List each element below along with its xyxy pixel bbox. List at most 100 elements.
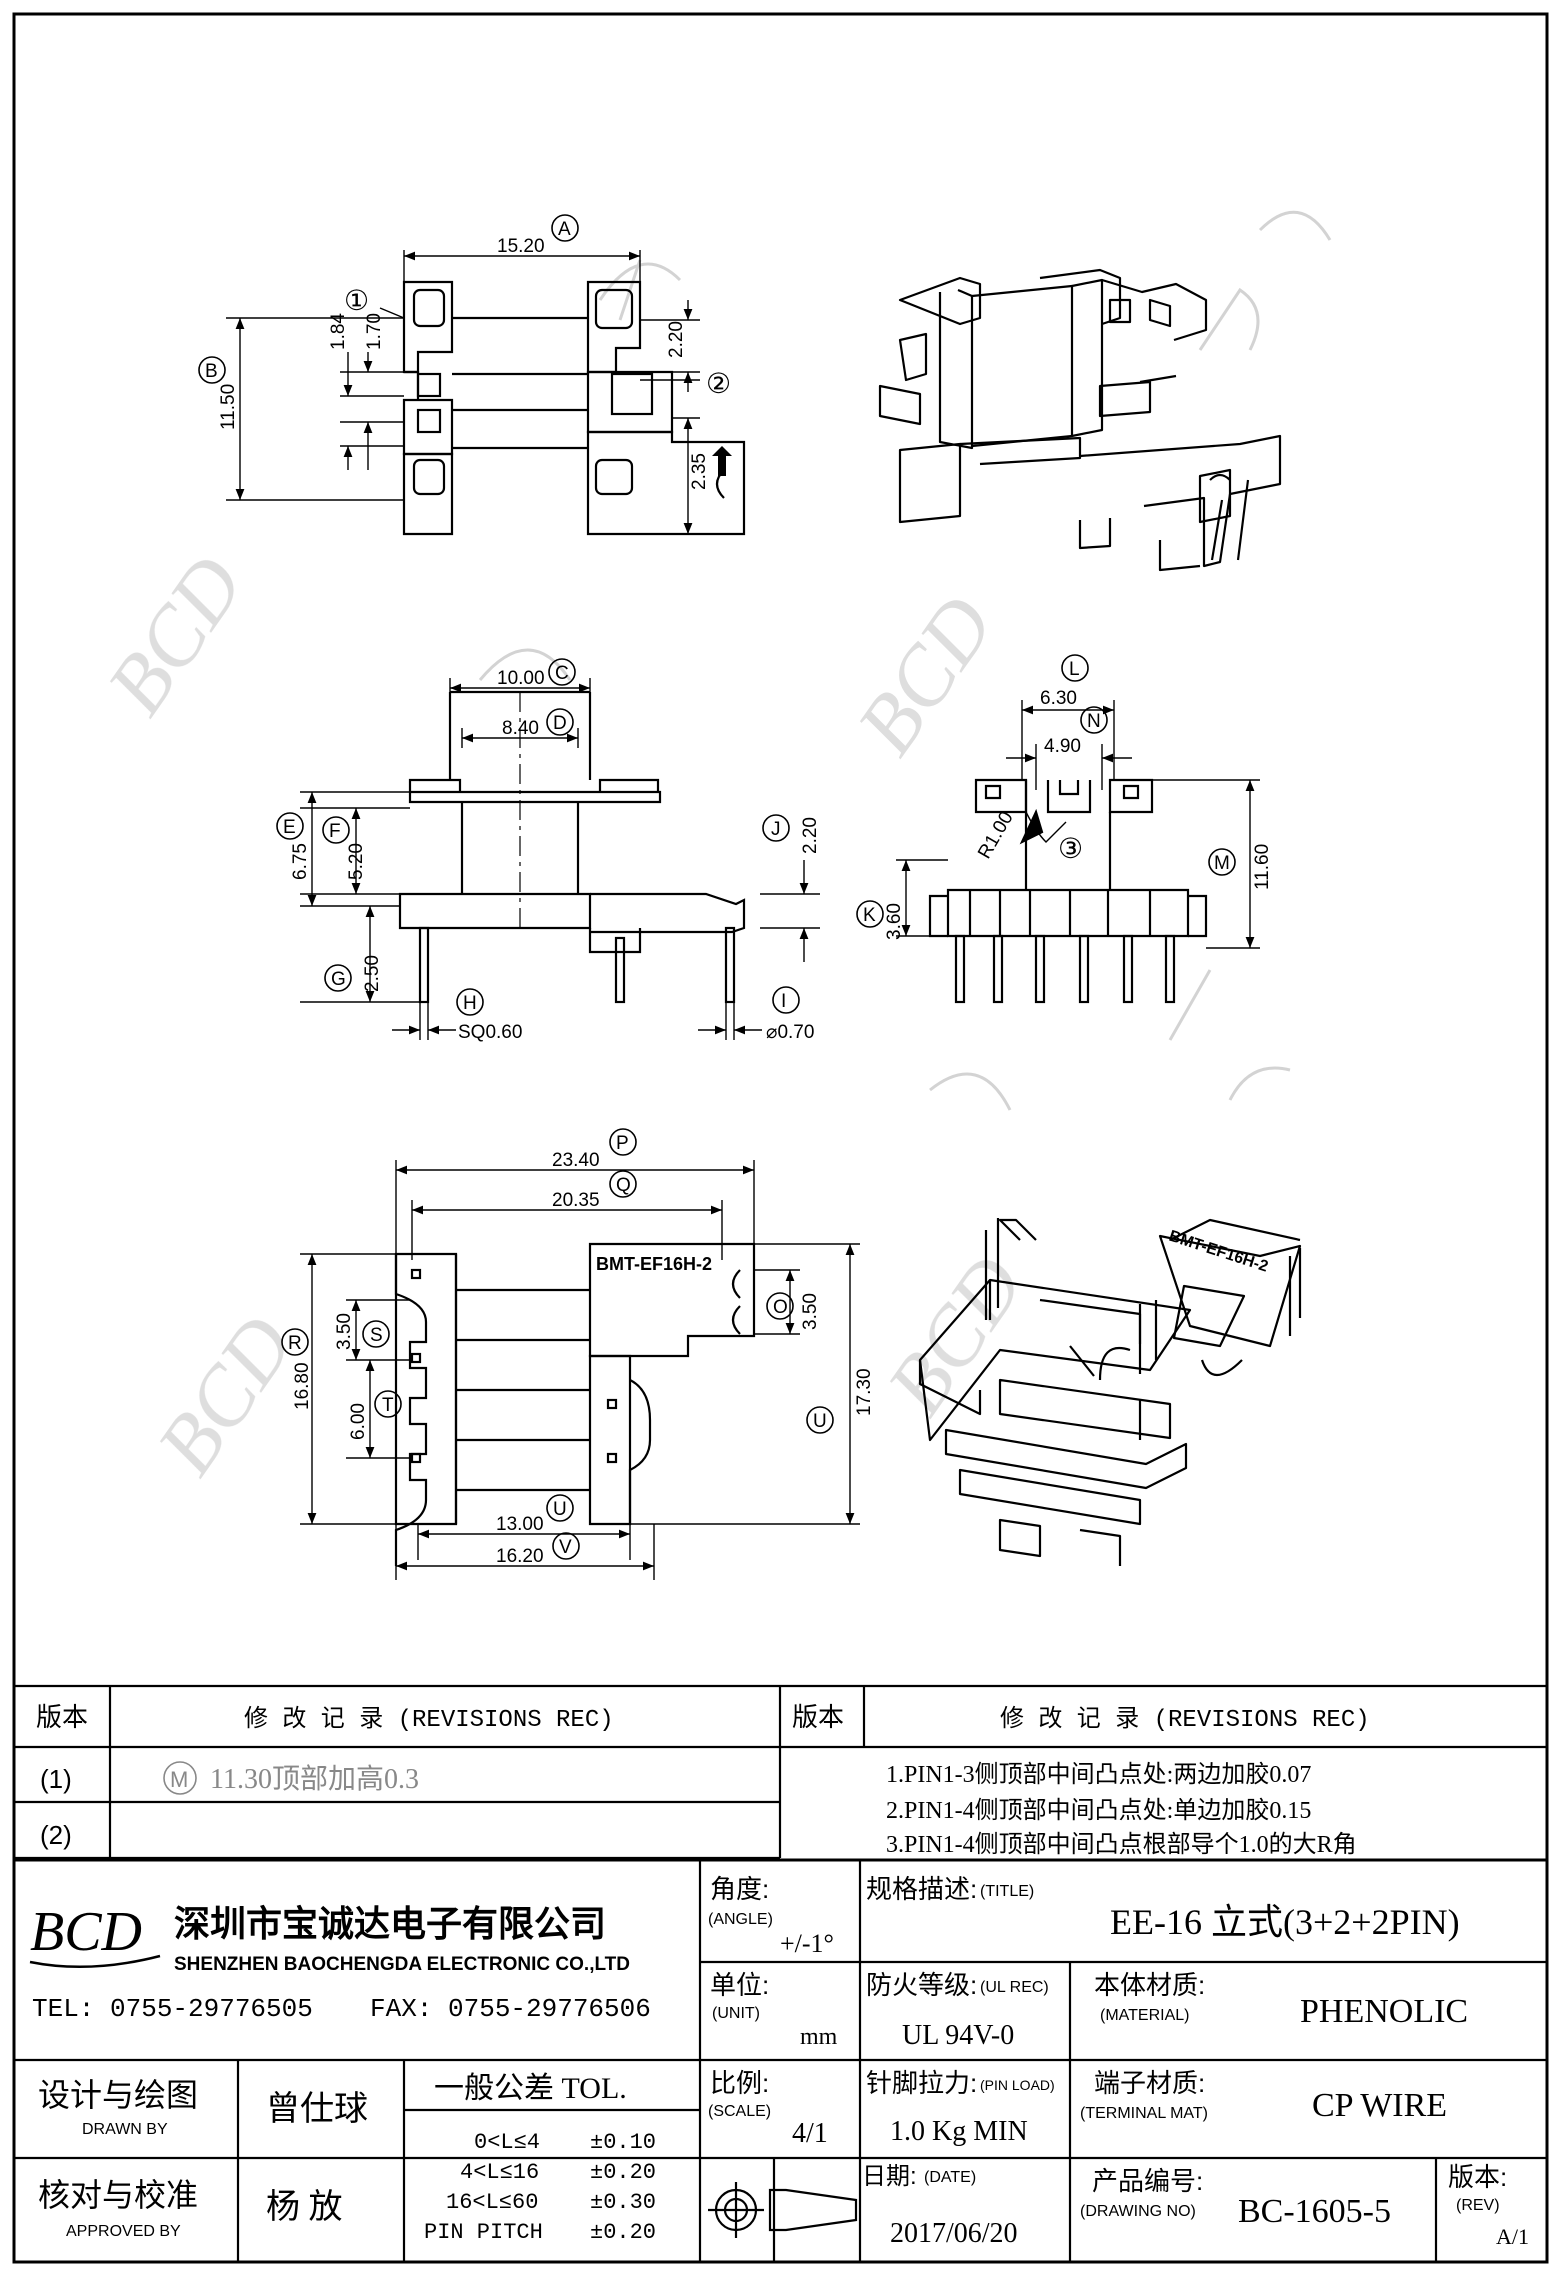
dim-r2-value: 16.80	[292, 1362, 313, 1410]
rev-label-en: (REV)	[1456, 2197, 1500, 2214]
rev-col-record: 修 改 记 录 (REVISIONS REC)	[244, 1705, 614, 1734]
dim-d-value: 8.40	[502, 718, 539, 739]
side-view	[896, 700, 1260, 1004]
terminal-label: 端子材质:	[1094, 2068, 1205, 2098]
svg-text:BCD: BCD	[89, 540, 262, 731]
rev-1-mark: M	[170, 1767, 188, 1792]
approved-name: 杨 放	[266, 2188, 343, 2226]
tol-row-4-value: ±0.20	[590, 2220, 656, 2245]
front-view	[300, 678, 820, 1040]
ul-label: 防火等级:	[866, 1970, 977, 2000]
dim-u-value: 17.30	[854, 1368, 875, 1416]
sheet-border	[12, 12, 1549, 2264]
dim-a-value: 15.20	[497, 236, 545, 257]
dim-q-value: 20.35	[552, 1190, 600, 1211]
svg-text:BCD: BCD	[139, 1300, 312, 1491]
note-3: 3.PIN1-4侧顶部中间凸点根部导个1.0的大R角	[886, 1831, 1357, 1858]
callout-r: R	[288, 1333, 302, 1354]
approved-label-en: APPROVED BY	[66, 2223, 181, 2240]
dim-g-value: 2.50	[362, 955, 383, 992]
dim-235-value: 2.35	[689, 453, 710, 490]
tol-row-1-value: ±0.10	[590, 2130, 656, 2155]
tol-row-4-range: PIN PITCH	[424, 2220, 543, 2245]
rev-2-id: (2)	[40, 1820, 72, 1850]
unit-value: mm	[800, 2024, 838, 2050]
callout-l: L	[1069, 659, 1080, 680]
callout-d: D	[553, 713, 567, 734]
watermark: BCD BCD BCD BCD	[89, 210, 1332, 1491]
scale-value: 4/1	[792, 2118, 828, 2149]
dim-k-value: 3.60	[884, 903, 905, 940]
title-label: 规格描述:	[866, 1874, 977, 1904]
svg-text:BCD: BCD	[839, 580, 1012, 771]
note-2: 2.PIN1-4侧顶部中间凸点处:单边加胶0.15	[886, 1797, 1311, 1824]
callout-e: E	[283, 817, 296, 838]
angle-label: 角度:	[710, 1874, 769, 1904]
spec-left-column: 角度: (ANGLE) +/-1° 单位: (UNIT) mm 比例: (SCA…	[708, 1874, 838, 2149]
rev-value: A/1	[1496, 2224, 1529, 2249]
tol-row-3-range: 16<L≤60	[446, 2190, 538, 2215]
callout-j: J	[771, 819, 781, 840]
front-view-labels: 10.00 C 8.40 D E F 6.75 5.20 G 2.50 H SQ…	[276, 658, 821, 1043]
iso-view-bottom	[918, 1218, 1302, 1566]
spec-right-block: 规格描述: (TITLE) EE-16 立式(3+2+2PIN) 防火等级: (…	[862, 1874, 1529, 2249]
material-label: 本体材质:	[1094, 1970, 1205, 2000]
terminal-value: CP WIRE	[1312, 2087, 1447, 2124]
callout-b: B	[205, 361, 218, 382]
date-label: 日期:	[862, 2163, 917, 2190]
dim-f-value: 5.20	[346, 843, 367, 880]
callout-s: S	[370, 1325, 383, 1346]
drawn-name: 曾仕球	[266, 2090, 368, 2128]
material-value: PHENOLIC	[1300, 1993, 1468, 2030]
revisions-table: (1) M 11.30顶部加高0.3 (2) 1.PIN1-3侧顶部中间凸点处:…	[40, 1761, 1357, 1858]
dim-l-value: 6.30	[1040, 688, 1077, 709]
company-name-en: SHENZHEN BAOCHENGDA ELECTRONIC CO.,LTD	[174, 1954, 630, 1975]
callout-f: F	[329, 821, 341, 842]
date-value: 2017/06/20	[890, 2218, 1018, 2249]
angle-value: +/-1°	[780, 1929, 834, 1958]
callout-q: Q	[616, 1175, 631, 1196]
callout-3: ③	[1058, 833, 1083, 864]
dim-n-value: 4.90	[1044, 736, 1081, 757]
material-label-en: (MATERIAL)	[1100, 2007, 1189, 2024]
dim-p-value: 23.40	[552, 1150, 600, 1171]
bottom-view-marking: BMT-EF16H-2	[596, 1254, 712, 1274]
revisions-header: 版本 修 改 记 录 (REVISIONS REC) 版本 修 改 记 录 (R…	[36, 1703, 1370, 1734]
drawing-no-label: 产品编号:	[1092, 2166, 1203, 2196]
rev-col-version-2: 版本	[792, 1703, 844, 1732]
scale-label: 比例:	[710, 2068, 769, 2098]
drawing-no-value: BC-1605-5	[1238, 2193, 1391, 2230]
dim-h-value: SQ0.60	[458, 1022, 522, 1043]
callout-a: A	[558, 219, 571, 240]
dim-e-value: 6.75	[290, 843, 311, 880]
sign-block: 设计与绘图 DRAWN BY 曾仕球 核对与校准 APPROVED BY 杨 放…	[38, 2072, 656, 2245]
tol-row-3-value: ±0.30	[590, 2190, 656, 2215]
rev-1-id: (1)	[40, 1764, 72, 1794]
pin-load-label: 针脚拉力:	[866, 2068, 977, 2098]
dim-i-value: ⌀0.70	[766, 1022, 814, 1043]
scale-label-en: (SCALE)	[708, 2103, 771, 2120]
company-name-cn: 深圳市宝诚达电子有限公司	[174, 1904, 606, 1944]
tolerance-title: 一般公差 TOL.	[434, 2072, 627, 2105]
top-view	[226, 250, 746, 536]
rev-label: 版本:	[1448, 2162, 1507, 2192]
note-1: 1.PIN1-3侧顶部中间凸点处:两边加胶0.07	[886, 1761, 1311, 1788]
dim-v2-value: 16.20	[496, 1546, 544, 1567]
company-tel: TEL: 0755-29776505	[32, 1994, 313, 2024]
drawn-label-en: DRAWN BY	[82, 2121, 168, 2138]
callout-v: V	[559, 1537, 572, 1558]
callout-u-inner: U	[553, 1499, 567, 1520]
dim-r-value: R1.00	[974, 808, 1018, 862]
title-value: EE-16 立式(3+2+2PIN)	[1110, 1902, 1460, 1942]
top-view-labels: 15.20 A B 11.50 1.84 1.70 ① 2.20 ② 2.35	[198, 214, 731, 490]
rev-col-version: 版本	[36, 1703, 88, 1732]
dim-s-value: 3.50	[334, 1313, 355, 1350]
callout-i: I	[781, 991, 786, 1012]
callout-k: K	[863, 905, 876, 926]
ul-value: UL 94V-0	[902, 2020, 1014, 2051]
company-fax: FAX: 0755-29776506	[370, 1994, 651, 2024]
dim-c-value: 10.00	[497, 668, 545, 689]
callout-c: C	[555, 663, 569, 684]
pin-load-value: 1.0 Kg MIN	[890, 2116, 1028, 2147]
unit-label: 单位:	[710, 1970, 769, 2000]
